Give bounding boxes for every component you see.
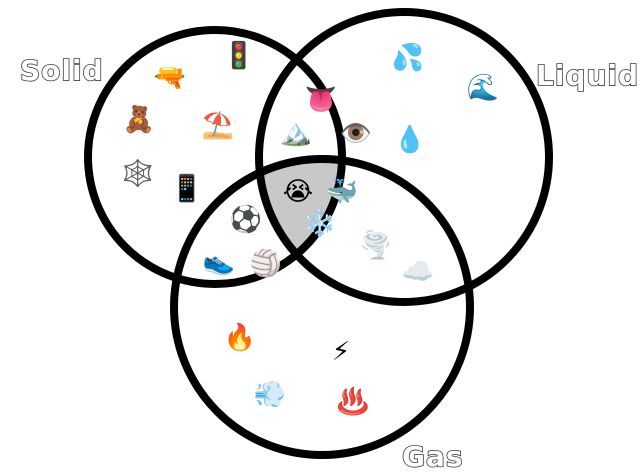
region-solid-liquid: 👅 🏔️ 👁️ <box>280 85 372 149</box>
beach-umbrella-icon: ⛱️ <box>202 110 234 141</box>
volleyball-icon: 🏐 <box>250 248 282 279</box>
snowflake-icon: ❄️ <box>304 208 336 239</box>
sweat-droplets-icon: 💦 <box>392 40 424 73</box>
mountain-icon: 🏔️ <box>280 118 312 148</box>
region-solid-only: 🚦 🔫 🧸 ⛱️ 🕸️ 📱 <box>122 40 255 204</box>
spider-web-icon: 🕸️ <box>122 158 154 189</box>
tornado-icon: 🌪️ <box>360 229 392 261</box>
water-pistol-icon: 🔫 <box>154 63 186 93</box>
high-voltage-icon: ⚡ <box>332 337 350 367</box>
spouting-whale-icon: 🐳 <box>326 177 358 207</box>
cloud-icon: ☁️ <box>402 257 434 287</box>
traffic-light-icon: 🚦 <box>223 40 255 71</box>
water-wave-icon: 🌊 <box>467 72 499 103</box>
mobile-phone-icon: 📱 <box>171 173 203 204</box>
teddy-bear-icon: 🧸 <box>123 104 155 135</box>
liquid-label: Liquid <box>536 59 639 92</box>
solid-label: Solid <box>20 54 104 87</box>
droplet-icon: 💧 <box>394 124 426 155</box>
region-gas-only: 🔥 ⚡ 💨 ♨️ <box>224 322 369 417</box>
crying-face-icon: 😭 <box>283 177 313 207</box>
region-liquid-only: 💦 🌊 💧 <box>392 40 499 155</box>
region-liquid-gas: 🌪️ ☁️ <box>360 229 434 287</box>
soccer-ball-icon: ⚽ <box>229 204 262 235</box>
dash-cloud-icon: 💨 <box>254 380 286 410</box>
hot-springs-icon: ♨️ <box>337 386 369 417</box>
region-all-three: 😭 🐳 ❄️ <box>283 177 358 239</box>
fire-icon: 🔥 <box>224 322 256 353</box>
liquid-circle <box>255 8 553 306</box>
gas-circle <box>170 155 474 459</box>
tongue-icon: 👅 <box>305 85 337 115</box>
gas-label: Gas <box>402 440 464 473</box>
eye-icon: 👁️ <box>340 119 372 149</box>
region-solid-gas: ⚽ 👟 🏐 <box>203 204 282 279</box>
running-shoe-icon: 👟 <box>203 247 235 277</box>
